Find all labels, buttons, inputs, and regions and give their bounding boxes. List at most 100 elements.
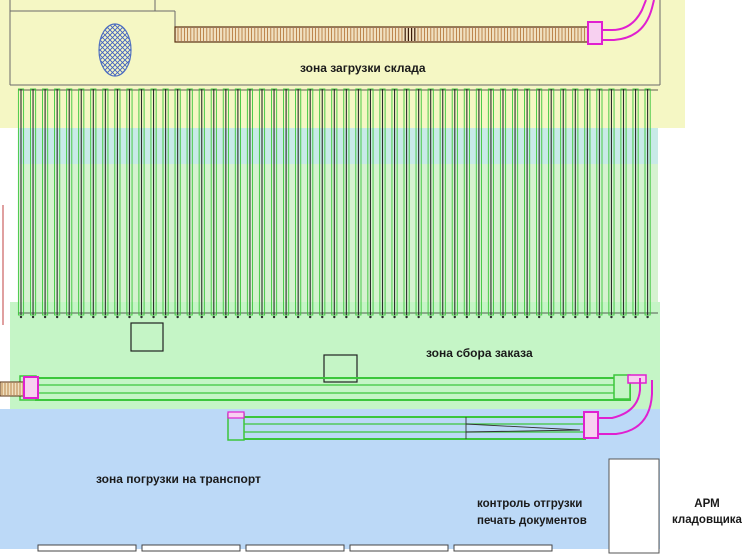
- rack-foot: [272, 315, 276, 319]
- storage-rack: [391, 88, 398, 319]
- rack-foot: [140, 315, 143, 319]
- rack-foot: [622, 315, 625, 319]
- rack-foot: [465, 315, 469, 319]
- top-roller-conveyor: [174, 26, 589, 43]
- storage-rack: [17, 88, 25, 319]
- storage-rack: [42, 88, 49, 319]
- rack-teal-band: [18, 128, 658, 164]
- rack-foot: [453, 315, 456, 319]
- storage-rack: [222, 88, 229, 319]
- rack-foot: [357, 315, 360, 319]
- top-conveyor-curve: [602, 0, 647, 31]
- storage-rack: [572, 88, 579, 319]
- rack-foot: [501, 315, 505, 319]
- storage-rack: [198, 88, 205, 319]
- loading-dock: [37, 544, 137, 552]
- storage-rack: [126, 88, 133, 319]
- rack-foot: [489, 315, 493, 319]
- loading-dock: [349, 544, 449, 552]
- rack-foot: [550, 315, 553, 319]
- rack-foot: [610, 315, 613, 319]
- rack-foot: [646, 315, 649, 319]
- rack-foot: [43, 315, 47, 319]
- storage-rack: [246, 88, 254, 319]
- rack-foot: [429, 315, 432, 319]
- rack-foot: [128, 315, 131, 319]
- rack-foot: [345, 315, 348, 319]
- shipping-conveyor-curve: [598, 380, 653, 435]
- rack-foot: [513, 315, 517, 319]
- storage-rack: [463, 88, 470, 319]
- picking-zone-label: зона сбора заказа: [426, 346, 533, 360]
- arm-label-line1: АРМ: [694, 498, 719, 510]
- rack-foot: [68, 315, 71, 319]
- storage-rack: [343, 88, 350, 319]
- rack-foot: [55, 315, 59, 319]
- shipping-conveyor-taper: [465, 423, 581, 433]
- loading-docks: [37, 544, 553, 552]
- rack-foot: [333, 315, 336, 319]
- storage-rack: [30, 88, 37, 319]
- storage-rack: [608, 88, 615, 319]
- storage-rack: [138, 88, 145, 319]
- rack-foot: [321, 315, 324, 319]
- rack-foot: [309, 315, 312, 319]
- rack-foot: [296, 315, 300, 319]
- rack-foot: [152, 315, 155, 319]
- storage-rack: [186, 88, 193, 319]
- storage-rack: [524, 88, 531, 319]
- storage-rack: [475, 88, 482, 319]
- storage-rack: [66, 88, 73, 319]
- rack-foot: [393, 315, 396, 319]
- rack-foot: [236, 315, 240, 319]
- storage-rack: [548, 88, 555, 319]
- storage-rack: [150, 88, 157, 319]
- storage-rack: [644, 88, 651, 319]
- storage-rack: [560, 88, 567, 319]
- picking-conveyor-right-end: [613, 374, 631, 400]
- storage-rack: [210, 88, 217, 319]
- rack-foot: [598, 315, 601, 319]
- storage-rack: [499, 88, 507, 319]
- rack-foot: [574, 315, 577, 319]
- storage-rack: [258, 88, 266, 319]
- storage-rack: [367, 88, 374, 319]
- rack-foot: [537, 315, 541, 319]
- rack-foot: [405, 315, 408, 319]
- control-label-line2: печать документов: [477, 515, 587, 527]
- storage-rack: [439, 88, 446, 319]
- rack-foot: [369, 315, 372, 319]
- rack-foot: [477, 315, 481, 319]
- rack-foot: [586, 315, 589, 319]
- pallet-oval: [98, 23, 132, 77]
- rack-foot: [200, 315, 203, 319]
- storage-rack: [487, 88, 495, 319]
- loading-zone-label: зона загрузки склада: [300, 61, 426, 75]
- storage-rack: [102, 88, 109, 319]
- storage-rack: [596, 88, 603, 319]
- rack-foot: [176, 315, 179, 319]
- control-room: [608, 458, 660, 554]
- storage-rack: [174, 88, 181, 319]
- rack-foot: [188, 315, 191, 319]
- storage-rack: [331, 88, 338, 319]
- storage-rack: [319, 88, 326, 319]
- rack-foot: [381, 315, 384, 319]
- storage-rack: [54, 88, 61, 319]
- top-conveyor-curve: [602, 0, 655, 41]
- storage-rack: [114, 88, 121, 319]
- storage-rack: [283, 88, 290, 319]
- rack-foot: [248, 315, 252, 319]
- conveyor-drive-unit: [587, 21, 603, 45]
- rack-foot: [525, 315, 529, 319]
- storage-rack: [415, 88, 422, 319]
- conveyor-drive-unit: [627, 374, 647, 384]
- rack-foot: [80, 315, 83, 319]
- storage-rack: [379, 88, 386, 319]
- rack-green-band: [18, 164, 658, 302]
- rack-foot: [19, 315, 23, 319]
- conveyor-drive-unit: [227, 411, 245, 419]
- storage-rack: [234, 88, 241, 319]
- storage-rack: [355, 88, 362, 319]
